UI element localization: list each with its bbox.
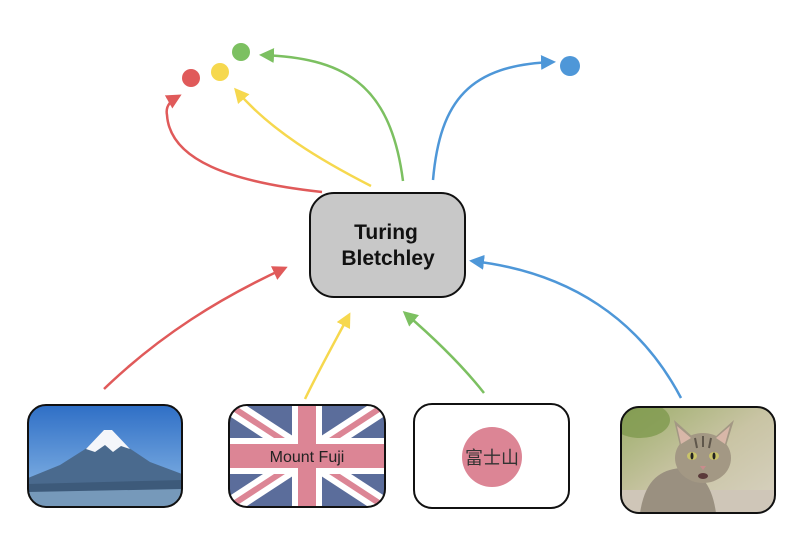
hub-box — [309, 192, 466, 298]
red-input-arrow — [103, 266, 288, 390]
fujisan-label: 富士山 — [465, 448, 519, 469]
green-output-arrow — [259, 47, 405, 182]
mount-fuji-label: Mount Fuji — [270, 449, 345, 466]
hub-label-line1: Turing — [354, 221, 418, 244]
yellow-input-arrow — [303, 312, 351, 400]
sun-disc — [462, 427, 522, 487]
blue-input-arrow — [469, 254, 683, 399]
mount-fuji-photo — [27, 404, 183, 508]
blue-output-dot — [560, 56, 580, 76]
yellow-output-dot — [211, 63, 229, 81]
green-input-arrow — [402, 311, 485, 394]
blue-output-arrow — [431, 54, 556, 181]
red-output-dot — [182, 69, 200, 87]
red-output-arrow — [164, 94, 323, 194]
green-output-dot — [232, 43, 250, 61]
cat-photo — [620, 406, 776, 514]
union-jack-card: Mount Fuji — [228, 404, 386, 508]
turing-bletchley-node: Turing Bletchley — [309, 192, 466, 298]
japan-flag-card: 富士山 — [413, 403, 570, 509]
hub-label-line2: Bletchley — [341, 247, 435, 270]
yellow-output-arrow — [234, 87, 372, 188]
